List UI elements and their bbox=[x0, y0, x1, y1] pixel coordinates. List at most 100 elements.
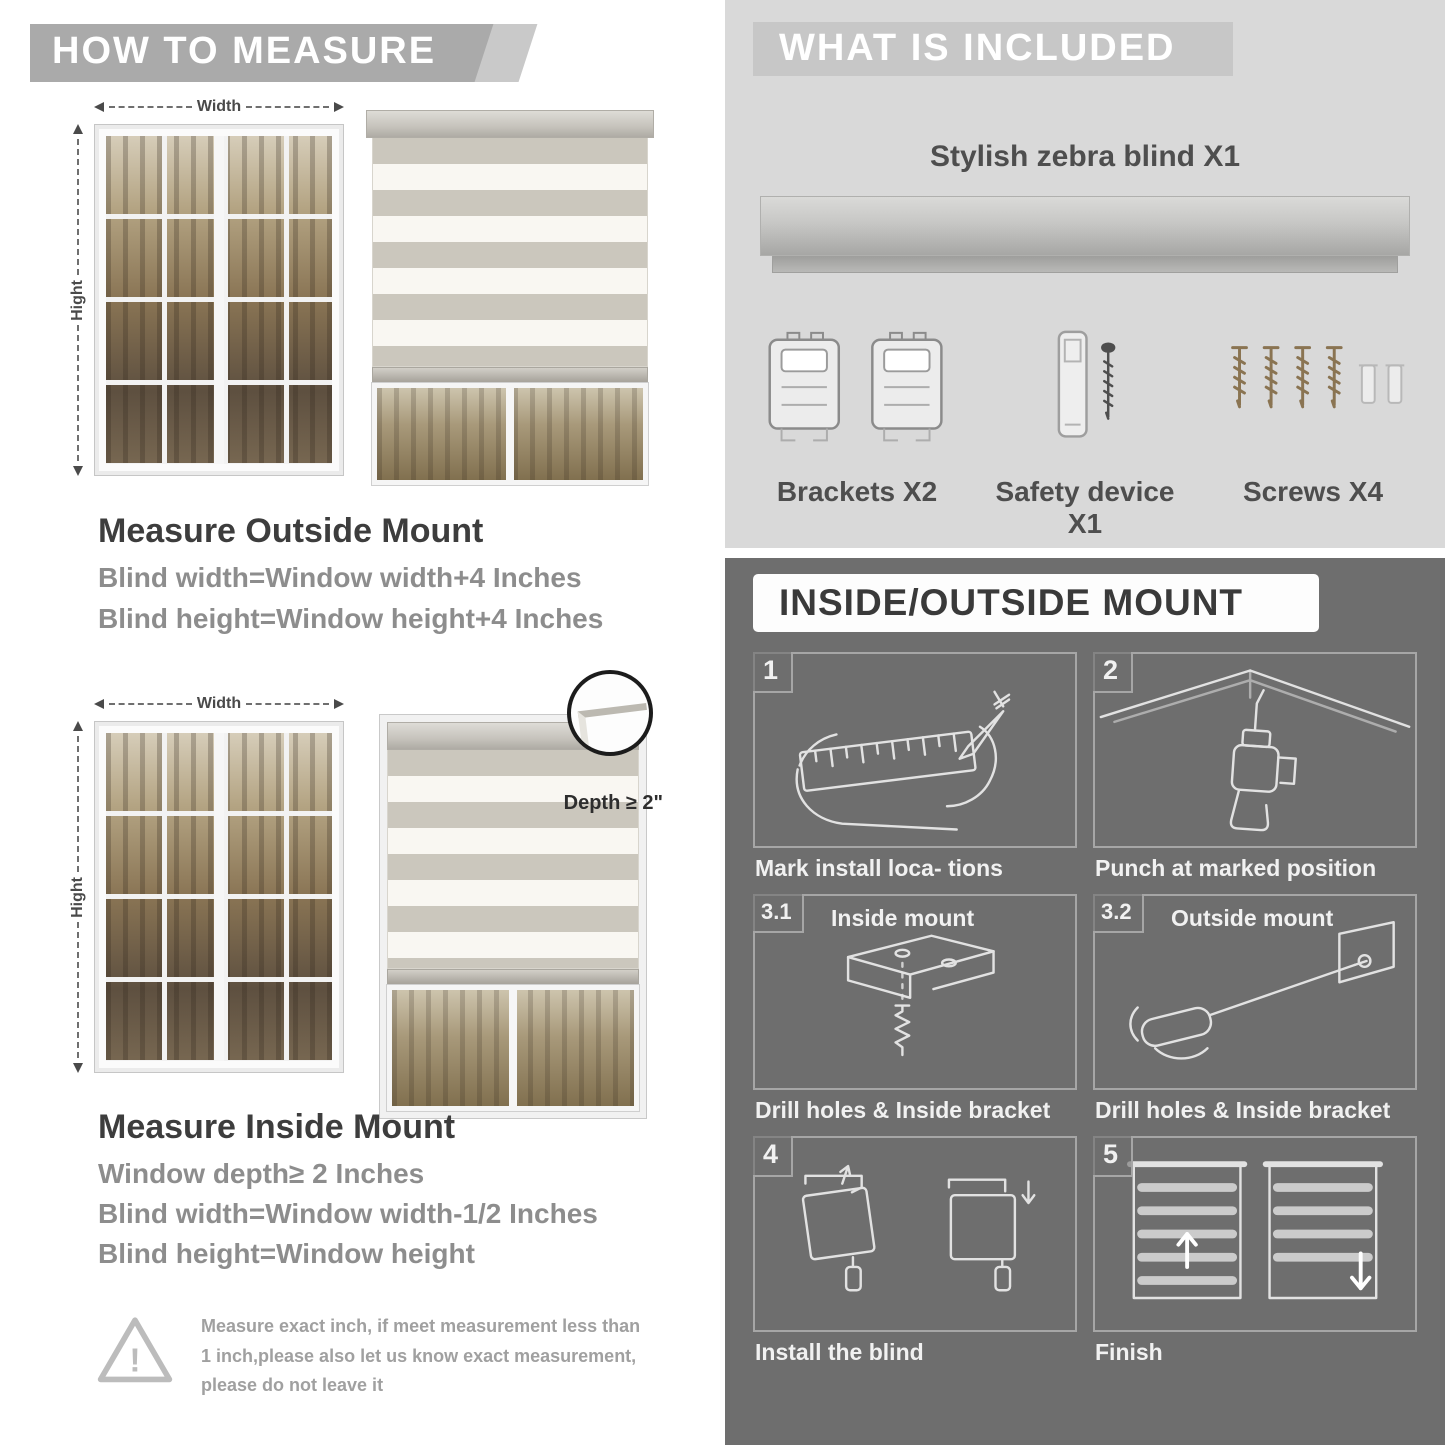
screws-label: Screws X4 bbox=[1242, 476, 1384, 507]
brackets-icon bbox=[768, 331, 944, 442]
included-items-row: Brackets X2 Safety device X1 bbox=[747, 320, 1423, 540]
blind-stripes bbox=[372, 138, 648, 367]
included-item-brackets: Brackets X2 bbox=[747, 320, 967, 540]
warning-text: Measure exact inch, if meet measurement … bbox=[201, 1316, 641, 1396]
step-2-panel: 2 bbox=[1093, 652, 1417, 848]
step-number: 2 bbox=[1093, 652, 1134, 693]
depth-requirement-label: Depth ≥ 2" bbox=[563, 792, 663, 814]
outside-mount-rule-height: Blind height=Window height+4 Inches bbox=[98, 603, 604, 634]
step-caption: Mark install loca- tions bbox=[755, 855, 1003, 881]
arrow-up-icon bbox=[73, 124, 83, 134]
measurement-warning: ! Measure exact inch, if meet measuremen… bbox=[95, 1312, 665, 1401]
warning-triangle-icon: ! bbox=[97, 1317, 173, 1383]
blind-bottom-rail bbox=[387, 969, 639, 985]
step-caption: Punch at marked position bbox=[1095, 855, 1377, 881]
blind-headrail-illustration bbox=[760, 196, 1410, 273]
mount-section-title: INSIDE/OUTSIDE MOUNT bbox=[779, 582, 1244, 623]
arrow-left-icon bbox=[94, 699, 104, 709]
step-number: 4 bbox=[753, 1136, 794, 1177]
height-label: Hight bbox=[69, 876, 86, 918]
depth-magnifier-circle bbox=[567, 670, 653, 756]
step-5-panel: 5 bbox=[1093, 1136, 1417, 1332]
svg-text:!: ! bbox=[129, 1342, 140, 1379]
step-number: 5 bbox=[1093, 1136, 1134, 1177]
how-to-measure-title: HOW TO MEASURE bbox=[52, 30, 437, 72]
height-dimension-arrow: Hight bbox=[68, 124, 88, 476]
step-1-panel: 1 bbox=[753, 652, 1077, 848]
outside-mount-figure: Width Hight bbox=[68, 96, 654, 500]
safety-device-icon bbox=[1058, 330, 1116, 438]
right-column: WHAT IS INCLUDED Stylish zebra blind X1 bbox=[725, 0, 1445, 1445]
zebra-blind-illustration bbox=[366, 110, 654, 486]
what-is-included-header: WHAT IS INCLUDED bbox=[753, 22, 1233, 76]
mount-section-header: INSIDE/OUTSIDE MOUNT bbox=[753, 574, 1319, 632]
arrow-right-icon bbox=[334, 102, 344, 112]
window-glass bbox=[386, 984, 640, 1112]
window-with-dimensions: Width Hight bbox=[68, 96, 344, 476]
window-illustration bbox=[94, 124, 344, 476]
zebra-blind-inside-illustration: Depth ≥ 2" bbox=[379, 670, 663, 1119]
window-glass bbox=[106, 136, 332, 464]
install-blind-illustration bbox=[801, 1164, 1036, 1292]
arrow-down-icon bbox=[73, 1063, 83, 1073]
blind-item-label: Stylish zebra blind X1 bbox=[929, 140, 1241, 173]
included-item-screws: Screws X4 bbox=[1203, 320, 1423, 540]
step-3-1: 3.1 Inside mount Drill holes & Insi bbox=[753, 894, 1077, 1124]
inside-mount-figure: Width Hight bbox=[68, 670, 668, 1119]
included-item-safety-device: Safety device X1 bbox=[975, 320, 1195, 540]
step-1: 1 Mark install bbox=[753, 652, 1077, 882]
safety-device-label: Safety device X1 bbox=[995, 476, 1175, 539]
inside-mount-rule-depth: Window depth≥ 2 Inches bbox=[98, 1158, 425, 1189]
finish-blinds-illustration bbox=[1127, 1161, 1383, 1300]
step-number: 3.2 bbox=[1093, 894, 1144, 933]
step-number: 3.1 bbox=[753, 894, 804, 933]
step-caption: Drill holes & Inside bracket bbox=[755, 1097, 1051, 1123]
mount-steps-grid: 1 Mark install bbox=[753, 652, 1417, 1366]
height-dimension-arrow: Hight bbox=[68, 721, 88, 1073]
step-3-1-panel: 3.1 Inside mount bbox=[753, 894, 1077, 1090]
arrow-down-icon bbox=[73, 466, 83, 476]
blind-stripes bbox=[387, 750, 639, 969]
blind-cassette bbox=[366, 110, 654, 138]
step-2: 2 Punch bbox=[1093, 652, 1417, 882]
screws-icon bbox=[1231, 346, 1405, 409]
window-illustration bbox=[94, 721, 344, 1073]
step-3-2: 3.2 Outside mount Drill holes & Ins bbox=[1093, 894, 1417, 1124]
step-caption: Finish bbox=[1095, 1339, 1163, 1365]
how-to-measure-header: HOW TO MEASURE bbox=[30, 24, 502, 82]
height-label: Hight bbox=[69, 279, 86, 321]
step-5: 5 Finish bbox=[1093, 1136, 1417, 1366]
step-caption: Install the blind bbox=[755, 1339, 924, 1365]
step-caption: Drill holes & Inside bracket bbox=[1095, 1097, 1391, 1123]
what-is-included-section: WHAT IS INCLUDED Stylish zebra blind X1 bbox=[725, 0, 1445, 548]
arrow-up-icon bbox=[73, 721, 83, 731]
width-dimension-arrow: Width bbox=[94, 693, 344, 715]
inside-mount-title: Measure Inside Mount bbox=[98, 1108, 456, 1146]
drill-illustration bbox=[1099, 669, 1411, 832]
arrow-left-icon bbox=[94, 102, 104, 112]
outside-mount-rule-width: Blind width=Window width+4 Inches bbox=[98, 562, 582, 593]
mark-locations-illustration bbox=[795, 690, 1011, 831]
outside-mount-title: Measure Outside Mount bbox=[98, 512, 484, 550]
inside-mount-rule-height: Blind height=Window height bbox=[98, 1238, 475, 1269]
step-title: Inside mount bbox=[831, 905, 975, 931]
width-dimension-arrow: Width bbox=[94, 96, 344, 118]
window-glass bbox=[371, 382, 649, 486]
inside-mount-bracket-illustration bbox=[846, 934, 995, 1057]
step-4: 4 I bbox=[753, 1136, 1077, 1366]
inside-mount-rule-width: Blind width=Window width-1/2 Inches bbox=[98, 1198, 598, 1229]
width-label: Width bbox=[196, 98, 242, 115]
step-number: 1 bbox=[753, 652, 794, 693]
window-with-dimensions: Width Hight bbox=[68, 693, 344, 1073]
step-title: Outside mount bbox=[1171, 905, 1334, 931]
inside-outside-mount-section: INSIDE/OUTSIDE MOUNT 1 bbox=[725, 558, 1445, 1445]
step-3-2-panel: 3.2 Outside mount bbox=[1093, 894, 1417, 1090]
blind-bottom-rail bbox=[372, 367, 648, 383]
what-is-included-title: WHAT IS INCLUDED bbox=[779, 27, 1176, 69]
arrow-right-icon bbox=[334, 699, 344, 709]
brackets-label: Brackets X2 bbox=[776, 476, 938, 507]
width-label: Width bbox=[196, 695, 242, 712]
window-glass bbox=[106, 733, 332, 1061]
step-4-panel: 4 bbox=[753, 1136, 1077, 1332]
